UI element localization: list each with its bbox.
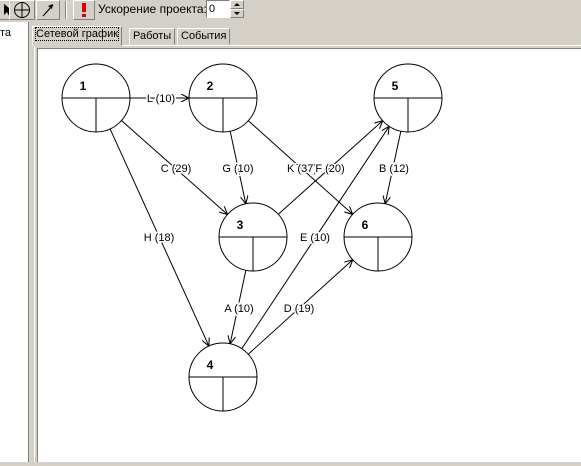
edge-arrow[interactable] bbox=[247, 260, 353, 355]
event-node-number: 4 bbox=[207, 358, 214, 372]
event-node[interactable]: 5 bbox=[373, 63, 443, 133]
edge-label: B (12) bbox=[379, 163, 409, 175]
tab-works[interactable]: Работы bbox=[129, 28, 176, 45]
exclamation-icon bbox=[82, 3, 86, 17]
acceleration-spinner[interactable] bbox=[230, 0, 244, 18]
alert-button[interactable] bbox=[73, 0, 95, 20]
event-node[interactable]: 6 bbox=[343, 202, 413, 272]
event-node[interactable]: 1 bbox=[61, 63, 131, 133]
edge-arrow[interactable] bbox=[241, 126, 389, 349]
event-node-number: 3 bbox=[237, 218, 244, 232]
edge-label: L (10) bbox=[147, 93, 175, 105]
tab-strip: Сетевой график Работы События bbox=[32, 26, 581, 46]
pointer-arrow-icon bbox=[3, 4, 13, 16]
event-node-number: 1 bbox=[80, 79, 87, 93]
edge-label: G (10) bbox=[222, 163, 253, 175]
left-panel: та bbox=[0, 22, 29, 462]
edge-label: H (18) bbox=[144, 232, 175, 244]
edge-label: D (19) bbox=[284, 303, 315, 315]
edge-arrow[interactable] bbox=[230, 270, 247, 344]
add-node-button[interactable] bbox=[9, 0, 35, 20]
edge-arrow[interactable] bbox=[277, 121, 382, 215]
edge-arrow[interactable] bbox=[121, 120, 227, 215]
acceleration-input[interactable] bbox=[206, 0, 230, 18]
event-node-number: 5 bbox=[392, 79, 399, 93]
edge-arrow[interactable] bbox=[385, 131, 402, 204]
edge-arrow[interactable] bbox=[247, 120, 352, 215]
edge-label: K (37) bbox=[287, 163, 317, 175]
network-graph: L (10) C (29) H (18) G (10) K (37)F (20) B (1… bbox=[61, 63, 443, 412]
spin-down-button[interactable] bbox=[230, 9, 244, 18]
edge-label: A (10) bbox=[224, 303, 253, 315]
event-node-number: 6 bbox=[362, 218, 369, 232]
event-node-number: 2 bbox=[207, 79, 214, 93]
event-node[interactable]: 2 bbox=[188, 63, 258, 133]
event-node[interactable]: 3 bbox=[218, 202, 288, 272]
edge-label: E (10) bbox=[300, 232, 330, 244]
left-panel-tab[interactable]: та bbox=[0, 27, 12, 39]
tab-events[interactable]: События bbox=[177, 28, 231, 45]
event-node[interactable]: 4 bbox=[188, 342, 258, 412]
edge-arrow[interactable] bbox=[109, 128, 209, 346]
add-edge-button[interactable] bbox=[36, 0, 60, 20]
spin-up-button[interactable] bbox=[230, 0, 244, 9]
network-graph-canvas[interactable]: L (10) C (29) H (18) G (10) K (37)F (20) B (1… bbox=[37, 48, 581, 462]
toolbar: Ускорение проекта: bbox=[0, 0, 581, 22]
circle-crosshair-icon bbox=[14, 2, 30, 18]
toolbar-separator bbox=[65, 1, 67, 19]
edge-arrow[interactable] bbox=[229, 131, 246, 204]
acceleration-label: Ускорение проекта: bbox=[98, 2, 207, 16]
edge-label: C (29) bbox=[161, 163, 192, 175]
edge-label: F (20) bbox=[315, 163, 344, 175]
diagonal-arrow-icon bbox=[42, 4, 54, 17]
tab-network-graph[interactable]: Сетевой график bbox=[32, 26, 123, 46]
